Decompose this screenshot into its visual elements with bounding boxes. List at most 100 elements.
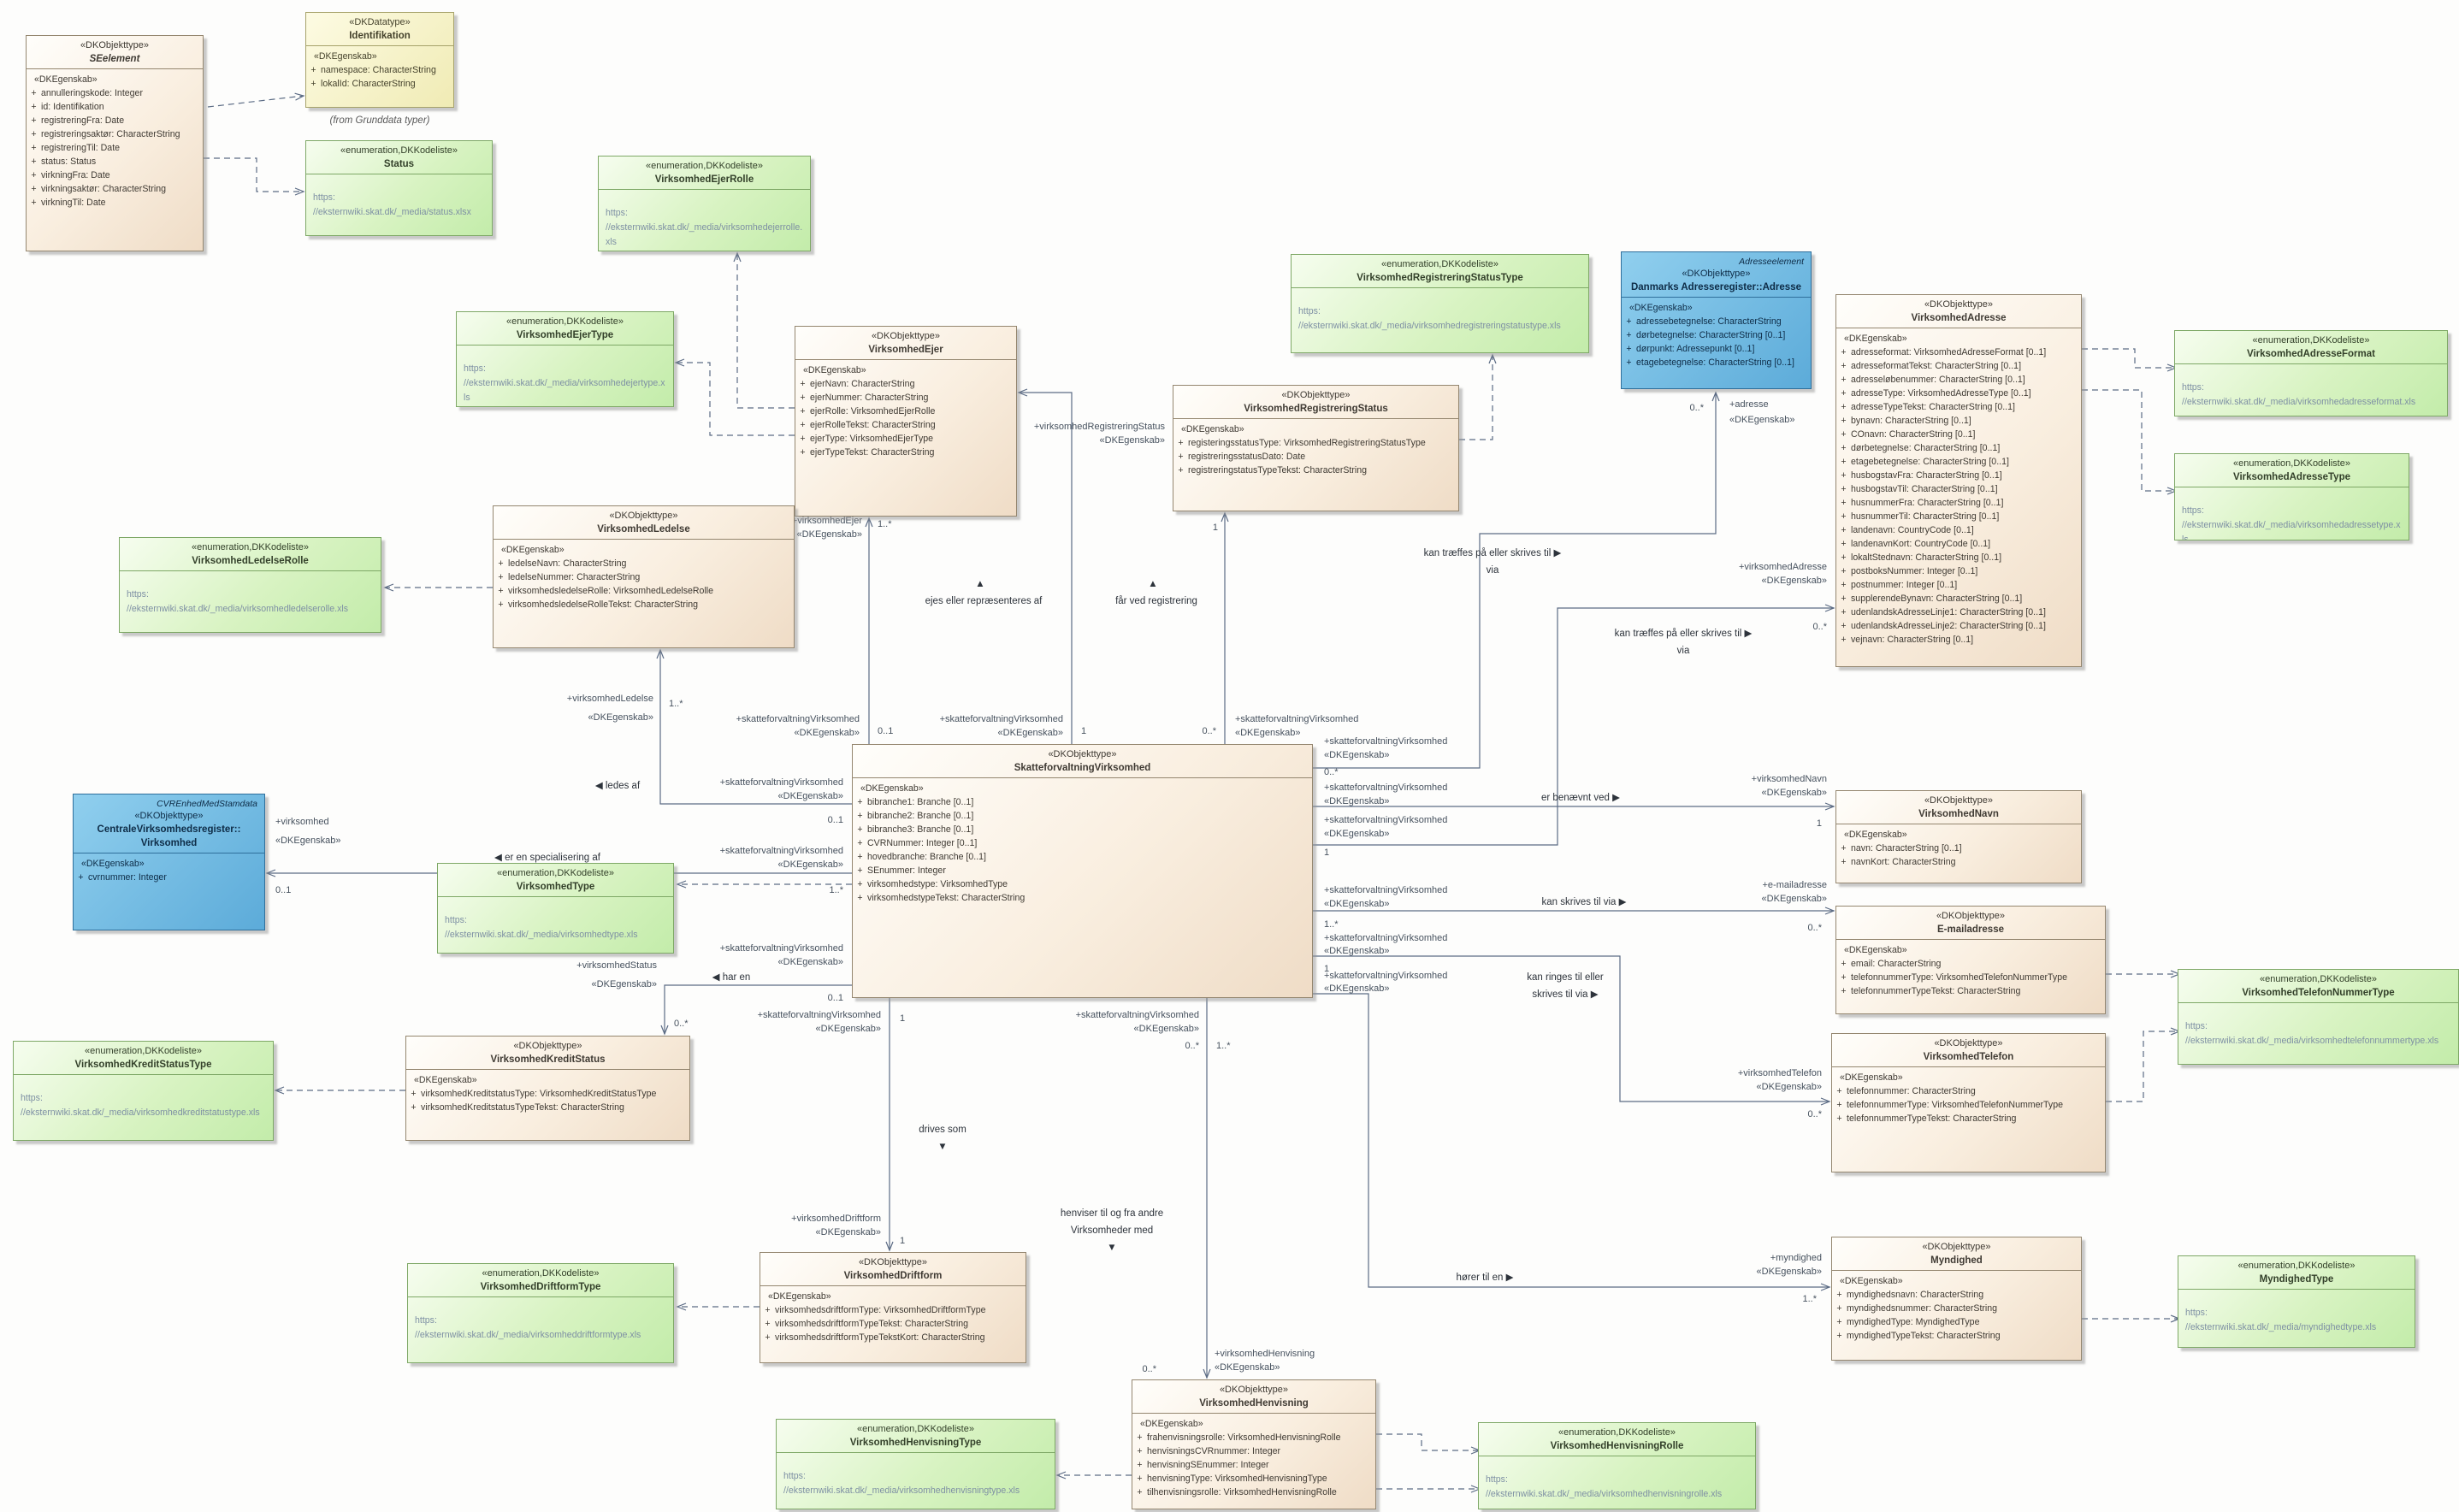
codelist-link[interactable]: https://eksternwiki.skat.dk/_media/virks…	[14, 1078, 273, 1124]
codelist-link[interactable]: https://eksternwiki.skat.dk/_media/myndi…	[2178, 1293, 2415, 1338]
dependency-edge[interactable]	[2082, 348, 2178, 372]
attribute-text: ejerType: VirksomhedEjerType	[810, 434, 934, 444]
stereotype-label: «DKObjekttype»	[1281, 390, 1351, 400]
class-virksomhedledelse[interactable]: «DKObjekttype»VirksomhedLedelse«DKEgensk…	[493, 505, 795, 648]
class-virksomhedejertype[interactable]: «enumeration,DKKodeliste»VirksomhedEjerT…	[456, 311, 674, 407]
codelist-link[interactable]: https: //eksternwiki.skat.dk/_media/virks…	[457, 349, 673, 406]
class-virksomhedhenvisning[interactable]: «DKObjekttype»VirksomhedHenvisning«DKEge…	[1132, 1379, 1376, 1509]
dependency-edge[interactable]	[207, 92, 305, 108]
class-virksomhedadresseformat[interactable]: «enumeration,DKKodeliste»VirksomhedAdres…	[2174, 330, 2448, 416]
role-multiplicity-label: +virksomhedNavn	[1752, 774, 1827, 784]
dependency-edge[interactable]	[733, 251, 795, 409]
association-edge[interactable]	[660, 984, 852, 1036]
class-virksomhedhenvisningrolle[interactable]: «enumeration,DKKodeliste»VirksomhedHenvi…	[1478, 1422, 1756, 1509]
codelist-link[interactable]: https://eksternwiki.skat.dk/_media/virks…	[2175, 491, 2409, 540]
class-virksomhedtelefonnummertype[interactable]: «enumeration,DKKodeliste»VirksomhedTelef…	[2178, 969, 2459, 1065]
attribute-text: virksomhedstypeTekst: CharacterString	[867, 893, 1026, 903]
codelist-link[interactable]: https://eksternwiki.skat.dk/_media/virks…	[438, 901, 673, 946]
attribute-row: +adresseType: VirksomhedAdresseType [0..…	[1836, 387, 2081, 400]
codelist-link[interactable]: https://eksternwiki.skat.dk/_media/virks…	[120, 575, 381, 620]
class-body: «DKEgenskab»+telefonnummer: CharacterStr…	[1832, 1067, 2105, 1125]
attribute-text: henvisningsCVRnummer: Integer	[1147, 1446, 1281, 1456]
class-virksomhedtelefon[interactable]: «DKObjekttype»VirksomhedTelefon«DKEgensk…	[1831, 1033, 2106, 1172]
dependency-edge[interactable]	[1376, 1433, 1481, 1455]
class-body: «DKEgenskab»+bibranche1: Branche [0..1]+…	[853, 778, 1312, 905]
class-virksomhedadresse[interactable]: «DKObjekttype»VirksomhedAdresse«DKEgensk…	[1835, 294, 2082, 667]
dependency-edge[interactable]	[1459, 353, 1497, 440]
attribute-text: cvrnummer: Integer	[88, 872, 167, 883]
association-edge[interactable]	[1313, 955, 1831, 1106]
stereotype-label: «DKObjekttype»	[1219, 1385, 1289, 1395]
role-multiplicity-label: 0..1	[878, 726, 893, 736]
stereotype-label: «enumeration,DKKodeliste»	[857, 1424, 974, 1434]
dependency-edge[interactable]	[674, 358, 795, 436]
codelist-link[interactable]: https://eksternwiki.skat.dk/_media/virks…	[2178, 1007, 2458, 1052]
stereotype-label: «enumeration,DKKodeliste»	[482, 1268, 600, 1279]
class-virksomhedregistreringstatus[interactable]: «DKObjekttype» VirksomhedRegistreringStat…	[1173, 385, 1459, 511]
class-virksomhedejerrolle[interactable]: «enumeration,DKKodeliste»VirksomhedEjerR…	[598, 156, 811, 251]
codelist-link-line: //eksternwiki.skat.dk/_media/virksomhede…	[464, 378, 665, 403]
association-edge[interactable]	[1313, 604, 1835, 846]
dependency-edge[interactable]	[2082, 389, 2178, 495]
class-virksomheddriftformtype[interactable]: «enumeration,DKKodeliste»VirksomhedDrift…	[407, 1263, 674, 1363]
class-virksomhedhenvisningtype[interactable]: «enumeration,DKKodeliste»VirksomhedHenvi…	[776, 1419, 1055, 1509]
class-virksomhedkreditstatus[interactable]: «DKObjekttype»VirksomhedKreditStatus«DKE…	[405, 1036, 690, 1141]
attribute-text: CVRNummer: Integer [0..1]	[867, 838, 978, 848]
dependency-edge[interactable]	[2106, 1027, 2181, 1102]
class-virksomhednavn[interactable]: «DKObjekttype»VirksomhedNavn«DKEgenskab»…	[1835, 790, 2082, 883]
codelist-link[interactable]: https://eksternwiki.skat.dk/_media/virks…	[408, 1301, 673, 1346]
attribute-row: +virksomhedKreditstatusType: VirksomhedK…	[406, 1087, 689, 1101]
attribute-row: +ejerType: VirksomhedEjerType	[795, 432, 1016, 446]
class-virksomheddriftform[interactable]: «DKObjekttype»VirksomhedDriftform«DKEgen…	[760, 1252, 1026, 1363]
class-identifikation[interactable]: «DKDatatype»Identifikation«DKEgenskab»+n…	[305, 12, 454, 108]
codelist-link-line: https:	[1486, 1474, 1508, 1485]
visibility-plus: +	[765, 1319, 771, 1329]
class-virksomhedkreditstatustype[interactable]: «enumeration,DKKodeliste»VirksomhedKredi…	[13, 1041, 274, 1141]
class-seelement[interactable]: «DKObjekttype»SEelement«DKEgenskab»+annu…	[26, 35, 204, 251]
attribute-row: +virksomhedsdriftformTypeTekstKort: Char…	[760, 1331, 1026, 1344]
attribute-text: telefonnummerType: VirksomhedTelefonNumm…	[1851, 972, 2067, 983]
class-emailadresse[interactable]: «DKObjekttype»E-mailadresse«DKEgenskab»+…	[1835, 906, 2106, 1014]
class-cvrvirksomhed[interactable]: CVREnhedMedStamdata«DKObjekttype»Central…	[73, 794, 265, 930]
class-body: «DKEgenskab»+navn: CharacterString [0..1…	[1836, 824, 2081, 869]
codelist-link-line: //eksternwiki.skat.dk/_media/virksomhedt…	[2185, 1036, 2439, 1046]
class-name: VirksomhedRegistreringStatus	[1244, 404, 1388, 414]
visibility-plus: +	[31, 102, 37, 112]
class-virksomhedejer[interactable]: «DKObjekttype»VirksomhedEjer«DKEgenskab»…	[795, 326, 1017, 517]
visibility-plus: +	[1841, 443, 1847, 453]
class-virksomhedledelserolle[interactable]: «enumeration,DKKodeliste»VirksomhedLedel…	[119, 537, 381, 633]
attribute-row: +lokalId: CharacterString	[306, 77, 453, 91]
codelist-link[interactable]: https://eksternwiki.skat.dk/_media/virks…	[599, 193, 810, 251]
role-multiplicity-label: +e-mailadresse	[1762, 880, 1827, 890]
attribute-row: +vejnavn: CharacterString [0..1]	[1836, 633, 2081, 647]
attribute-row: +virksomhedsledelseRolle: VirksomhedLede…	[494, 584, 794, 598]
dependency-edge[interactable]	[204, 157, 305, 196]
class-virksomhedregistreringstatustype[interactable]: «enumeration,DKKodeliste»VirksomhedRegis…	[1291, 254, 1589, 353]
visibility-plus: +	[31, 184, 37, 194]
association-edge[interactable]	[1313, 391, 1720, 769]
relationship-name-label: Virksomheder med	[1071, 1226, 1153, 1236]
attribute-text: bibranche3: Branche [0..1]	[867, 824, 974, 835]
association-edge[interactable]	[1017, 388, 1073, 744]
association-edge[interactable]	[1313, 993, 1831, 1291]
codelist-link-line: https:	[464, 363, 486, 374]
egenskab-header: «DKEgenskab»	[1844, 945, 1907, 955]
class-adresse[interactable]: Adresseelement«DKObjekttype»Danmarks Adr…	[1621, 251, 1812, 389]
class-virksomhedadressetype[interactable]: «enumeration,DKKodeliste»VirksomhedAdres…	[2174, 453, 2409, 540]
codelist-link[interactable]: https://eksternwiki.skat.dk/_media/statu…	[306, 178, 492, 223]
class-name: VirksomhedLedelse	[597, 524, 690, 535]
codelist-link[interactable]: https://eksternwiki.skat.dk/_media/virks…	[777, 1456, 1055, 1502]
codelist-link[interactable]: https://eksternwiki.skat.dk/_media/virks…	[1479, 1460, 1755, 1505]
class-name: SEelement	[89, 54, 140, 64]
association-edge[interactable]	[656, 648, 852, 805]
codelist-link[interactable]: https://eksternwiki.skat.dk/_media/virks…	[2175, 368, 2447, 413]
class-myndighed[interactable]: «DKObjekttype»Myndighed«DKEgenskab»+mynd…	[1831, 1237, 2082, 1361]
class-skatteforvaltningvirksomhed[interactable]: «DKObjekttype»SkatteforvaltningVirksomhe…	[852, 744, 1313, 998]
stereotype-label: «enumeration,DKKodeliste»	[1558, 1427, 1676, 1438]
codelist-link[interactable]: https://eksternwiki.skat.dk/_media/virks…	[1292, 292, 1588, 337]
class-name: VirksomhedAdresse	[1911, 313, 2007, 323]
relationship-name-label: kan ringes til eller	[1527, 972, 1604, 983]
